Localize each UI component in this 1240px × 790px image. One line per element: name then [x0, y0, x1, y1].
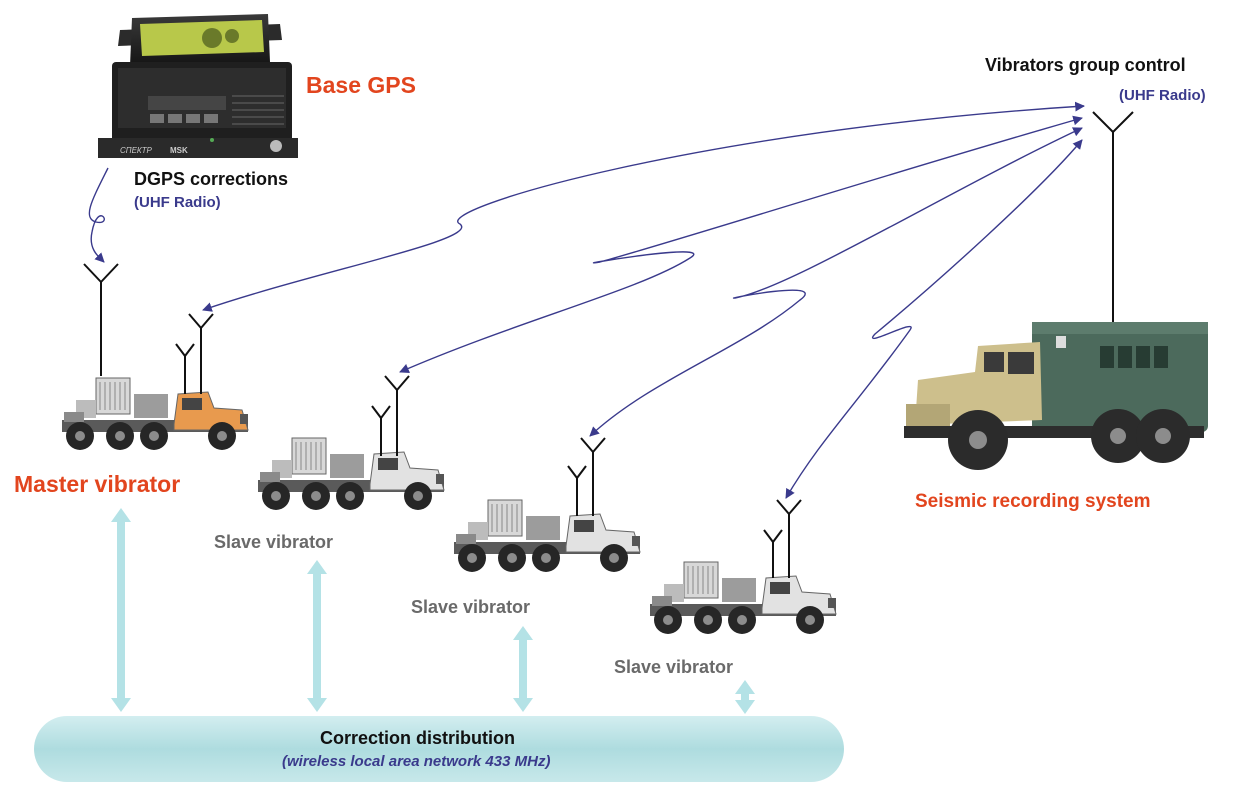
seismic-recording-label: Seismic recording system	[915, 491, 1151, 512]
slave-vibrator-truck-1	[258, 437, 445, 510]
slave-vibrator-label-2: Slave vibrator	[411, 597, 531, 617]
group-control-sublabel: (UHF Radio)	[1119, 87, 1206, 104]
slave-3-antennas	[763, 499, 802, 578]
slave-1-antennas	[371, 375, 410, 456]
radio-link-slave-1	[399, 115, 1083, 373]
recording-truck	[904, 322, 1208, 470]
slave-2-antennas	[567, 437, 606, 516]
group-control-label: Vibrators group control	[985, 55, 1186, 75]
radio-link-slave-3	[785, 139, 1083, 499]
recording-antenna	[1092, 111, 1134, 322]
radio-link-master	[202, 101, 1085, 312]
dgps-label: DGPS corrections	[134, 169, 289, 189]
slave-vibrator-truck-2	[454, 499, 641, 572]
network-title: Correction distribution	[320, 728, 515, 748]
base-gps-label: Base GPS	[306, 72, 416, 98]
correction-distribution-bus	[34, 716, 844, 782]
slave-3-link-arrow	[735, 680, 755, 714]
slave-vibrator-truck-3	[650, 561, 837, 634]
master-link-arrow	[111, 508, 131, 712]
slave-2-link-arrow	[513, 626, 533, 712]
base-gps-device: СПЕКТР MSK	[98, 14, 298, 158]
master-antennas	[83, 263, 214, 394]
slave-vibrator-label-3: Slave vibrator	[614, 657, 734, 677]
dgps-sublabel: (UHF Radio)	[134, 194, 221, 211]
master-vibrator-truck	[62, 377, 249, 450]
device-model-text: MSK	[170, 146, 188, 155]
slave-vibrator-label-1: Slave vibrator	[214, 532, 334, 552]
device-brand-text: СПЕКТР	[120, 146, 153, 155]
master-vibrator-label: Master vibrator	[14, 471, 181, 497]
slave-1-link-arrow	[307, 560, 327, 712]
network-subtitle: (wireless local area network 433 MHz)	[282, 753, 551, 770]
radio-link-dgps	[88, 167, 109, 263]
